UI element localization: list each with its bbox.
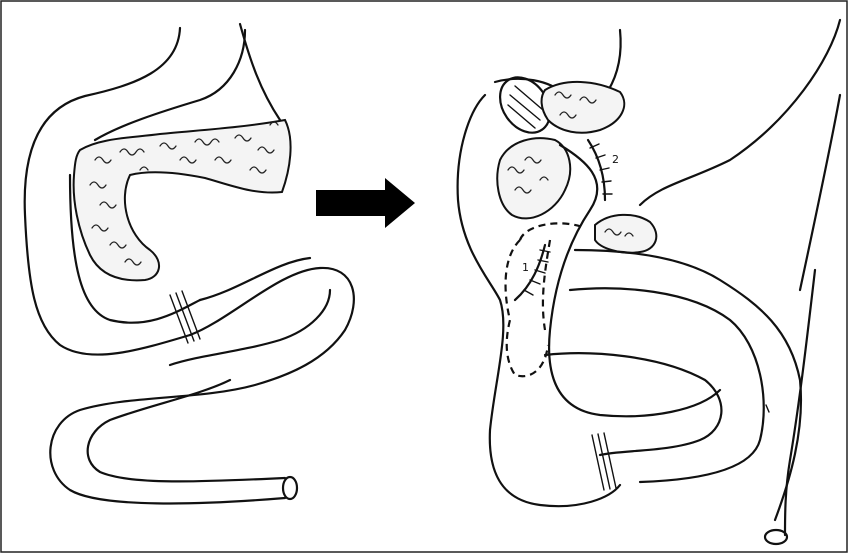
suture-line-1 bbox=[515, 245, 550, 300]
left-duodenum-inner-curve bbox=[95, 30, 245, 140]
right-jejunal-limb-second bbox=[570, 288, 764, 482]
left-treitz-ligament-marks bbox=[170, 291, 200, 343]
right-jejunum-tube-end bbox=[765, 530, 787, 544]
left-pancreas bbox=[74, 120, 291, 280]
right-jejunum-descending bbox=[800, 95, 840, 290]
right-pancreas-tail bbox=[595, 215, 656, 253]
suture-label-1: 1 bbox=[522, 262, 529, 273]
right-anastomosis-dashed-2 bbox=[543, 240, 550, 330]
left-duodenum-outer-curve bbox=[240, 24, 280, 120]
left-jejunum-inner bbox=[170, 258, 330, 365]
left-jejunum-mid bbox=[88, 380, 285, 481]
left-preoperative-anatomy bbox=[25, 24, 354, 503]
suture-label-2: 2 bbox=[612, 154, 619, 165]
right-greater-curve bbox=[640, 20, 840, 205]
right-ligament-marks bbox=[592, 433, 616, 490]
right-postoperative-anatomy bbox=[458, 20, 840, 544]
right-jejunal-limb-inner bbox=[575, 250, 801, 520]
right-pancreas-head bbox=[497, 138, 570, 218]
right-pancreas-upper bbox=[542, 82, 625, 133]
transition-arrow bbox=[316, 178, 415, 228]
right-small-mark bbox=[766, 405, 769, 412]
left-jejunum-tube-end bbox=[283, 477, 297, 499]
right-duodenal-stump-hatch bbox=[508, 86, 543, 128]
